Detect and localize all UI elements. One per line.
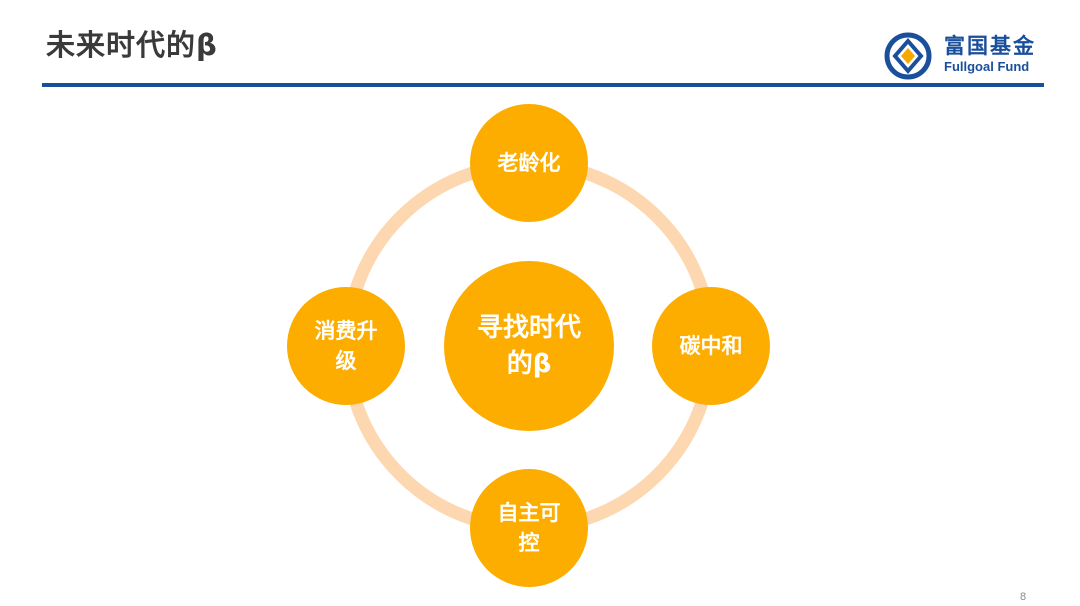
node-consumption-upgrade: 消费升级 xyxy=(287,287,405,405)
company-logo: 富国基金 Fullgoal Fund xyxy=(884,30,1044,82)
page-number: 8 xyxy=(1020,591,1027,603)
logo-name-en: Fullgoal Fund xyxy=(944,59,1030,74)
node-self-reliance-label: 自主可控 xyxy=(497,501,561,555)
node-carbon-neutral-label: 碳中和 xyxy=(679,334,743,358)
node-center: 寻找时代的β xyxy=(444,261,614,431)
node-aging: 老龄化 xyxy=(470,104,588,222)
logo-name-cn: 富国基金 xyxy=(944,34,1036,58)
node-center-label: 寻找时代的β xyxy=(476,313,581,379)
fullgoal-logo-icon xyxy=(884,32,932,80)
slide-title: 未来时代的β xyxy=(46,28,218,62)
title-underline xyxy=(42,83,1044,87)
node-carbon-neutral: 碳中和 xyxy=(652,287,770,405)
node-aging-label: 老龄化 xyxy=(497,151,561,175)
node-self-reliance: 自主可控 xyxy=(470,469,588,587)
node-consumption-upgrade-label: 消费升级 xyxy=(314,319,378,373)
